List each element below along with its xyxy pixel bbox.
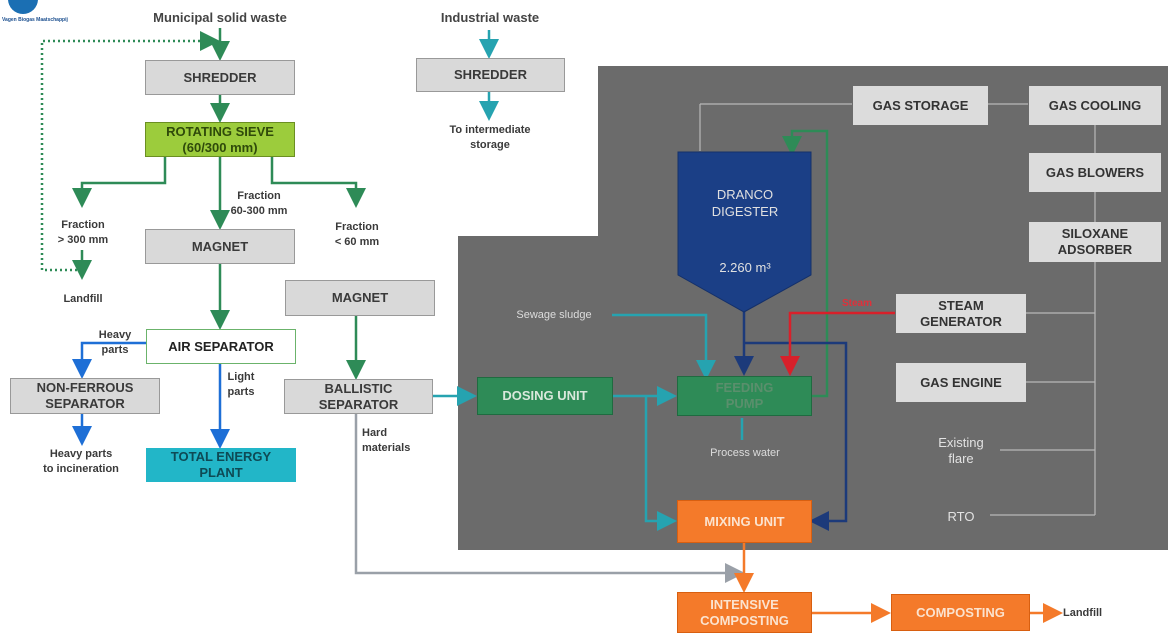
dosing-unit: DOSING UNIT (477, 377, 613, 415)
siloxane-adsorber: SILOXANE ADSORBER (1029, 222, 1161, 262)
mixing-unit: MIXING UNIT (677, 500, 812, 543)
magnet-2: MAGNET (285, 280, 435, 316)
dranco-digester-vessel (677, 151, 812, 313)
source-msw: Municipal solid waste (153, 10, 287, 25)
feeding-pump: FEEDING PUMP (677, 376, 812, 416)
composting: COMPOSTING (891, 594, 1030, 631)
logo-mark-icon (8, 0, 38, 14)
digester-name: DRANCO DIGESTER (711, 187, 779, 219)
rto: RTO (947, 509, 975, 524)
label-process-water: Process water (710, 447, 780, 459)
label-steam: Steam (841, 298, 872, 309)
label-light-parts: Light parts (227, 371, 255, 398)
source-industrial: Industrial waste (440, 10, 540, 25)
label-fraction-gt300: Fraction > 300 mm (57, 219, 109, 246)
gas-engine: GAS ENGINE (896, 363, 1026, 402)
magnet-1: MAGNET (145, 229, 295, 264)
label-fraction-lt60: Fraction < 60 mm (334, 221, 380, 248)
label-landfill-left: Landfill (63, 293, 103, 305)
gas-storage: GAS STORAGE (853, 86, 988, 125)
air-separator: AIR SEPARATOR (146, 329, 296, 364)
steam-generator: STEAM GENERATOR (896, 294, 1026, 333)
label-heavy-to-incineration: Heavy parts to incineration (43, 448, 119, 475)
label-to-intermediate-storage: To intermediate storage (449, 124, 531, 151)
gas-cooling: GAS COOLING (1029, 86, 1161, 125)
existing-flare: Existing flare (938, 435, 984, 466)
label-heavy-parts: Heavy parts (98, 329, 132, 356)
total-energy-plant: TOTAL ENERGY PLANT (146, 448, 296, 482)
label-landfill-right: Landfill (1063, 607, 1103, 619)
intensive-composting: INTENSIVE COMPOSTING (677, 592, 812, 633)
gas-blowers: GAS BLOWERS (1029, 153, 1161, 192)
label-sewage-sludge: Sewage sludge (516, 309, 592, 321)
digester-volume: 2.260 m³ (719, 260, 771, 275)
non-ferrous-separator: NON-FERROUS SEPARATOR (10, 378, 160, 414)
ballistic-separator: BALLISTIC SEPARATOR (284, 379, 433, 414)
shredder-msw: SHREDDER (145, 60, 295, 95)
rotating-sieve: ROTATING SIEVE (60/300 mm) (145, 122, 295, 157)
company-logo: Vagen Biogas Maatschappij (0, 0, 112, 34)
label-hard-materials: Hard materials (362, 427, 411, 454)
logo-text: Vagen Biogas Maatschappij (2, 17, 68, 23)
shredder-industrial: SHREDDER (416, 58, 565, 92)
label-fraction-60-300: Fraction 60-300 mm (230, 190, 288, 217)
